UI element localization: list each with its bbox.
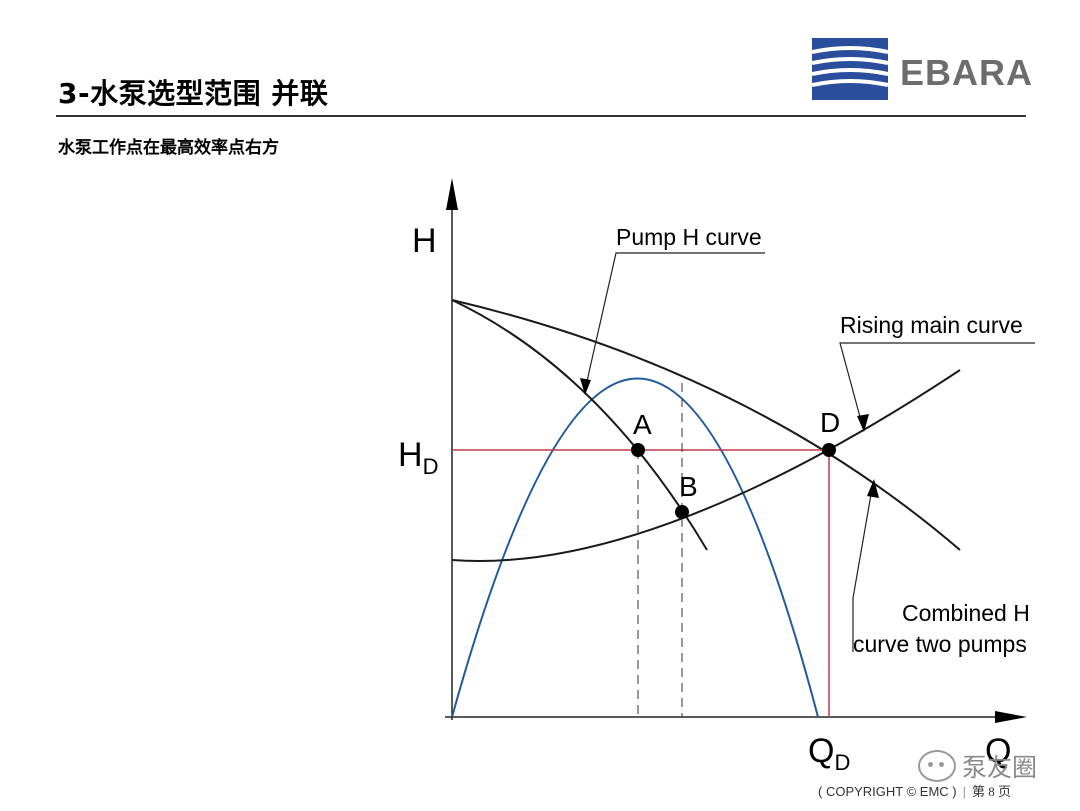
ebara-logo-icon bbox=[812, 38, 889, 100]
pump-h-callout-arrow-icon bbox=[580, 378, 591, 395]
copyright-text: ( COPYRIGHT © EMC ) bbox=[818, 784, 957, 799]
combined-curve-callout-line1: Combined H bbox=[902, 600, 1030, 626]
combined-callout-line bbox=[852, 482, 874, 652]
wechat-icon bbox=[918, 750, 956, 782]
qd-label: QD bbox=[808, 732, 850, 775]
point-a-marker bbox=[631, 443, 645, 457]
point-a-label: A bbox=[633, 409, 652, 440]
page-title: 3-水泵选型范围 并联 bbox=[58, 77, 329, 110]
combined-pump-h-curve bbox=[451, 299, 961, 551]
watermark-text: 泵友圈 bbox=[962, 753, 1038, 782]
rising-main-callout-line bbox=[839, 342, 1035, 429]
point-b-marker bbox=[675, 505, 689, 519]
h-axis-arrow-icon bbox=[446, 178, 458, 210]
pump-h-curve-callout: Pump H curve bbox=[616, 224, 762, 250]
axis-q-label: Q bbox=[985, 732, 1011, 770]
slide-subtitle: 水泵工作点在最高效率点右方 bbox=[58, 138, 279, 158]
pump-h-callout-line bbox=[584, 252, 765, 391]
rising-main-curve-callout: Rising main curve bbox=[840, 312, 1023, 338]
point-d-label: D bbox=[820, 407, 840, 438]
rising-main-curve bbox=[451, 369, 961, 562]
watermark: 泵友圈 bbox=[918, 748, 1037, 784]
hd-label: HD bbox=[398, 436, 438, 479]
q-axis-arrow-icon bbox=[995, 711, 1027, 723]
rising-main-callout-arrow-icon bbox=[857, 414, 869, 432]
single-pump-h-curve bbox=[451, 299, 708, 551]
ebara-logo-text: EBARA bbox=[900, 52, 1034, 93]
efficiency-curve bbox=[451, 377, 819, 718]
point-b-label: B bbox=[679, 471, 698, 502]
title-divider bbox=[56, 115, 1026, 117]
footer-separator: | bbox=[962, 784, 967, 799]
footer: ( COPYRIGHT © EMC ) | 第 8 页 bbox=[818, 781, 1011, 800]
combined-callout-arrow-icon bbox=[867, 479, 879, 498]
page-number: 第 8 页 bbox=[972, 784, 1012, 799]
axis-h-label: H bbox=[412, 222, 437, 260]
point-d-marker bbox=[822, 443, 836, 457]
combined-curve-callout-line2: curve two pumps bbox=[853, 631, 1027, 657]
